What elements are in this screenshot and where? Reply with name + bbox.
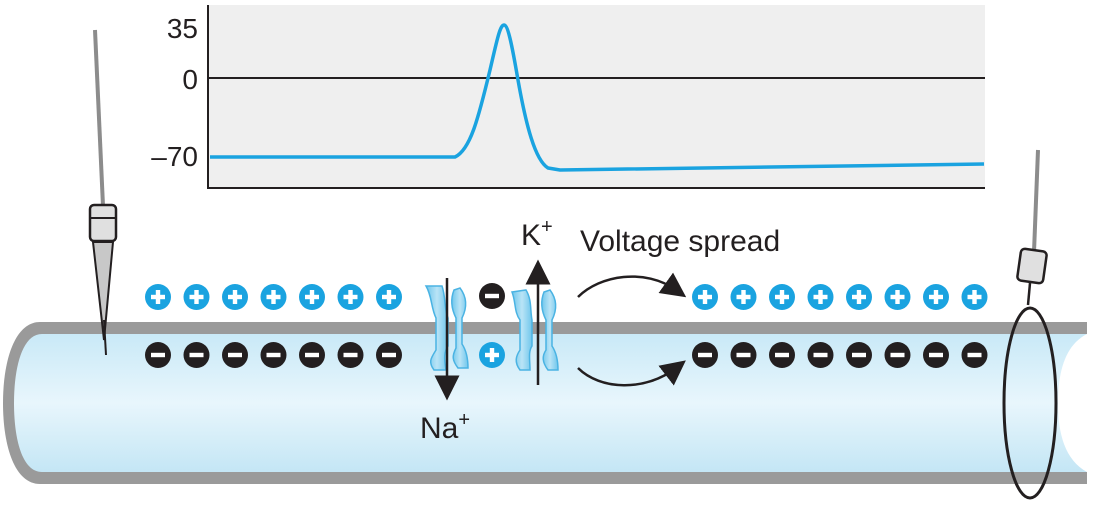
y-tick-label: 35 — [167, 13, 198, 44]
negative-charge — [923, 342, 949, 368]
stimulating-electrode — [88, 29, 118, 356]
positive-charge — [923, 284, 949, 310]
channel-subunit — [510, 289, 533, 371]
negative-charge — [183, 342, 210, 368]
negative-charge — [337, 342, 364, 368]
negative-charge — [730, 342, 757, 368]
positive-charge — [222, 284, 248, 310]
y-tick-label: 0 — [182, 64, 198, 95]
action-potential-trace — [210, 23, 985, 172]
channel-subunit — [451, 287, 469, 369]
electrode-tip — [91, 241, 115, 341]
negative-charge — [145, 342, 171, 368]
negative-charge — [692, 342, 718, 368]
voltage-spread-label: Voltage spread — [580, 225, 780, 258]
sodium-channel — [424, 278, 469, 401]
negative-charge — [769, 342, 795, 368]
electrode-wire — [1032, 149, 1040, 253]
axon-cut-end — [1058, 334, 1087, 472]
recording-electrode — [1002, 149, 1058, 500]
recording-loop — [1002, 306, 1058, 500]
positive-charge — [769, 284, 795, 310]
positive-charge — [145, 284, 171, 310]
positive-charge — [884, 284, 911, 310]
negative-charge — [807, 342, 834, 368]
negative-charge — [846, 342, 872, 368]
membrane-charges — [145, 283, 988, 368]
positive-charge — [961, 284, 988, 310]
negative-charge — [376, 342, 402, 368]
sodium-label: Na+ — [420, 409, 470, 445]
channel-subunit — [541, 289, 559, 371]
graph-background — [208, 5, 985, 188]
axon-interior — [14, 334, 1087, 472]
negative-charge — [299, 342, 325, 368]
potassium-label: K+ — [521, 216, 553, 252]
electrode-wire — [93, 29, 105, 207]
positive-charge — [376, 284, 402, 310]
potassium-channel — [510, 259, 559, 385]
positive-charge — [692, 284, 718, 310]
positive-charge — [479, 342, 505, 368]
positive-charge — [807, 284, 834, 310]
positive-charge — [299, 284, 325, 310]
negative-charge — [479, 283, 505, 309]
membrane-potential-graph: 35 0 –70 — [151, 5, 985, 189]
positive-charge — [846, 284, 872, 310]
negative-charge — [884, 342, 911, 368]
voltage-spread-arrow-bottom — [577, 360, 686, 387]
negative-charge — [260, 342, 287, 368]
negative-charge — [222, 342, 248, 368]
negative-charge — [961, 342, 988, 368]
positive-charge — [730, 284, 757, 310]
electrode-clamp — [1016, 247, 1048, 285]
positive-charge — [337, 284, 364, 310]
positive-charge — [183, 284, 210, 310]
positive-charge — [260, 284, 287, 310]
electrode-clamp — [88, 203, 118, 243]
voltage-spread-arrow-top — [577, 272, 687, 298]
y-tick-label: –70 — [151, 141, 198, 172]
